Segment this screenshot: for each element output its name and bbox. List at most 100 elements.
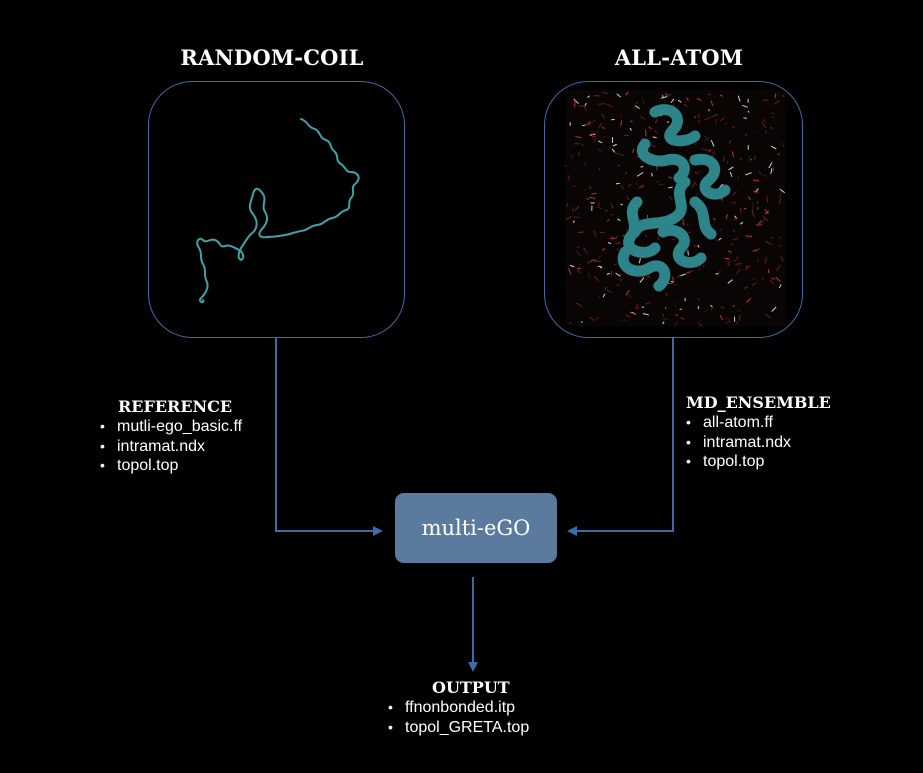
solvent-molecule xyxy=(732,304,735,308)
solvent-molecule xyxy=(604,209,608,212)
solvent-molecule xyxy=(675,275,682,278)
solvent-molecule xyxy=(732,201,737,204)
solvent-molecule xyxy=(593,95,600,97)
bullet-icon: • xyxy=(388,718,393,735)
solvent-molecule xyxy=(637,304,639,308)
solvent-molecule xyxy=(606,289,612,293)
solvent-molecule xyxy=(596,317,599,320)
solvent-molecule xyxy=(651,172,653,177)
solvent-molecule xyxy=(633,107,635,110)
solvent-molecule xyxy=(752,249,759,252)
solvent-molecule xyxy=(581,124,586,127)
solvent-molecule xyxy=(710,307,714,310)
output-item: topol_GRETA.top xyxy=(405,718,530,736)
solvent-molecule xyxy=(704,136,709,143)
random-coil-protein-icon xyxy=(196,118,360,304)
bullet-icon: • xyxy=(100,418,105,434)
solvent-molecule xyxy=(674,302,676,308)
solvent-molecule xyxy=(572,184,577,188)
output-item: ffnonbonded.itp xyxy=(405,699,516,716)
solvent-molecule xyxy=(619,278,622,282)
solvent-molecule xyxy=(652,136,657,139)
solvent-molecule xyxy=(654,118,658,124)
solvent-molecule xyxy=(679,317,684,320)
solvent-molecule xyxy=(773,99,780,105)
solvent-molecule xyxy=(616,247,619,251)
solvent-molecule xyxy=(724,122,728,126)
solvent-molecule xyxy=(682,219,685,226)
solvent-molecule xyxy=(711,113,718,118)
solvent-molecule xyxy=(668,176,673,179)
solvent-molecule xyxy=(749,158,753,161)
solvent-molecule xyxy=(710,139,715,147)
solvent-molecule xyxy=(630,120,633,123)
solvent-molecule xyxy=(768,162,773,169)
solvent-molecule xyxy=(604,286,607,290)
solvent-molecule xyxy=(737,262,740,265)
solvent-molecule xyxy=(727,250,732,253)
solvent-molecule xyxy=(607,242,612,245)
solvent-molecule xyxy=(698,169,702,172)
solvent-molecule xyxy=(591,192,597,195)
solvent-molecule xyxy=(597,255,601,262)
solvent-molecule xyxy=(778,284,782,289)
solvent-molecule xyxy=(765,240,772,246)
solvent-molecule xyxy=(593,275,599,282)
solvent-molecule xyxy=(662,95,664,98)
solvent-molecule xyxy=(576,245,580,249)
solvent-molecule xyxy=(576,269,581,274)
solvent-molecule xyxy=(755,188,759,193)
solvent-molecule xyxy=(569,322,572,325)
solvent-molecule xyxy=(710,100,714,107)
solvent-molecule xyxy=(751,213,756,218)
solvent-molecule xyxy=(762,216,768,222)
output-file-list: • ffnonbonded.itp • topol_GRETA.top xyxy=(388,698,529,737)
solvent-molecule xyxy=(686,97,689,102)
solvent-molecule xyxy=(606,272,610,275)
solvent-molecule xyxy=(777,153,780,156)
solvent-molecule xyxy=(588,120,591,126)
solvent-molecule xyxy=(673,284,677,286)
list-item: •topol.top xyxy=(100,456,242,476)
solvent-molecule xyxy=(731,151,735,158)
protein-ribbon xyxy=(617,104,731,292)
list-item: •mutli-ego_basic.ff xyxy=(100,417,242,437)
solvent-molecule xyxy=(743,117,747,119)
solvent-molecule xyxy=(697,297,700,302)
solvent-molecule xyxy=(578,151,580,157)
solvent-molecule xyxy=(598,122,603,129)
solvent-molecule xyxy=(730,243,734,246)
reference-item: intramat.ndx xyxy=(117,437,206,455)
solvent-molecule xyxy=(727,263,731,267)
solvent-molecule xyxy=(735,217,738,220)
solvent-molecule xyxy=(698,265,701,271)
solvent-molecule xyxy=(708,148,712,152)
solvent-molecule xyxy=(762,123,767,128)
solvent-molecule xyxy=(736,268,741,275)
solvent-molecule xyxy=(672,238,676,240)
solvent-molecule xyxy=(611,148,616,153)
solvent-molecule xyxy=(719,314,724,320)
solvent-molecule xyxy=(606,103,613,108)
solvent-molecule xyxy=(775,276,782,283)
solvent-molecule xyxy=(776,264,781,271)
solvent-molecule xyxy=(602,293,606,298)
solvent-molecule xyxy=(694,141,698,146)
solvent-molecule xyxy=(708,93,711,96)
bullet-icon: • xyxy=(100,457,105,473)
solvent-molecule xyxy=(648,126,652,130)
solvent-molecule xyxy=(767,269,770,274)
solvent-molecule xyxy=(564,164,568,168)
solvent-molecule xyxy=(714,237,719,243)
solvent-molecule xyxy=(620,154,624,157)
solvent-molecule xyxy=(742,104,748,108)
solvent-molecule xyxy=(737,95,741,102)
solvent-molecule xyxy=(584,188,586,192)
list-item: • ffnonbonded.itp xyxy=(388,698,529,718)
solvent-molecule xyxy=(568,267,572,275)
solvent-molecule xyxy=(725,317,731,320)
solvent-molecule xyxy=(598,206,603,210)
bullet-icon: • xyxy=(388,699,393,715)
solvent-molecule xyxy=(625,228,628,231)
solvent-molecule xyxy=(662,313,665,317)
